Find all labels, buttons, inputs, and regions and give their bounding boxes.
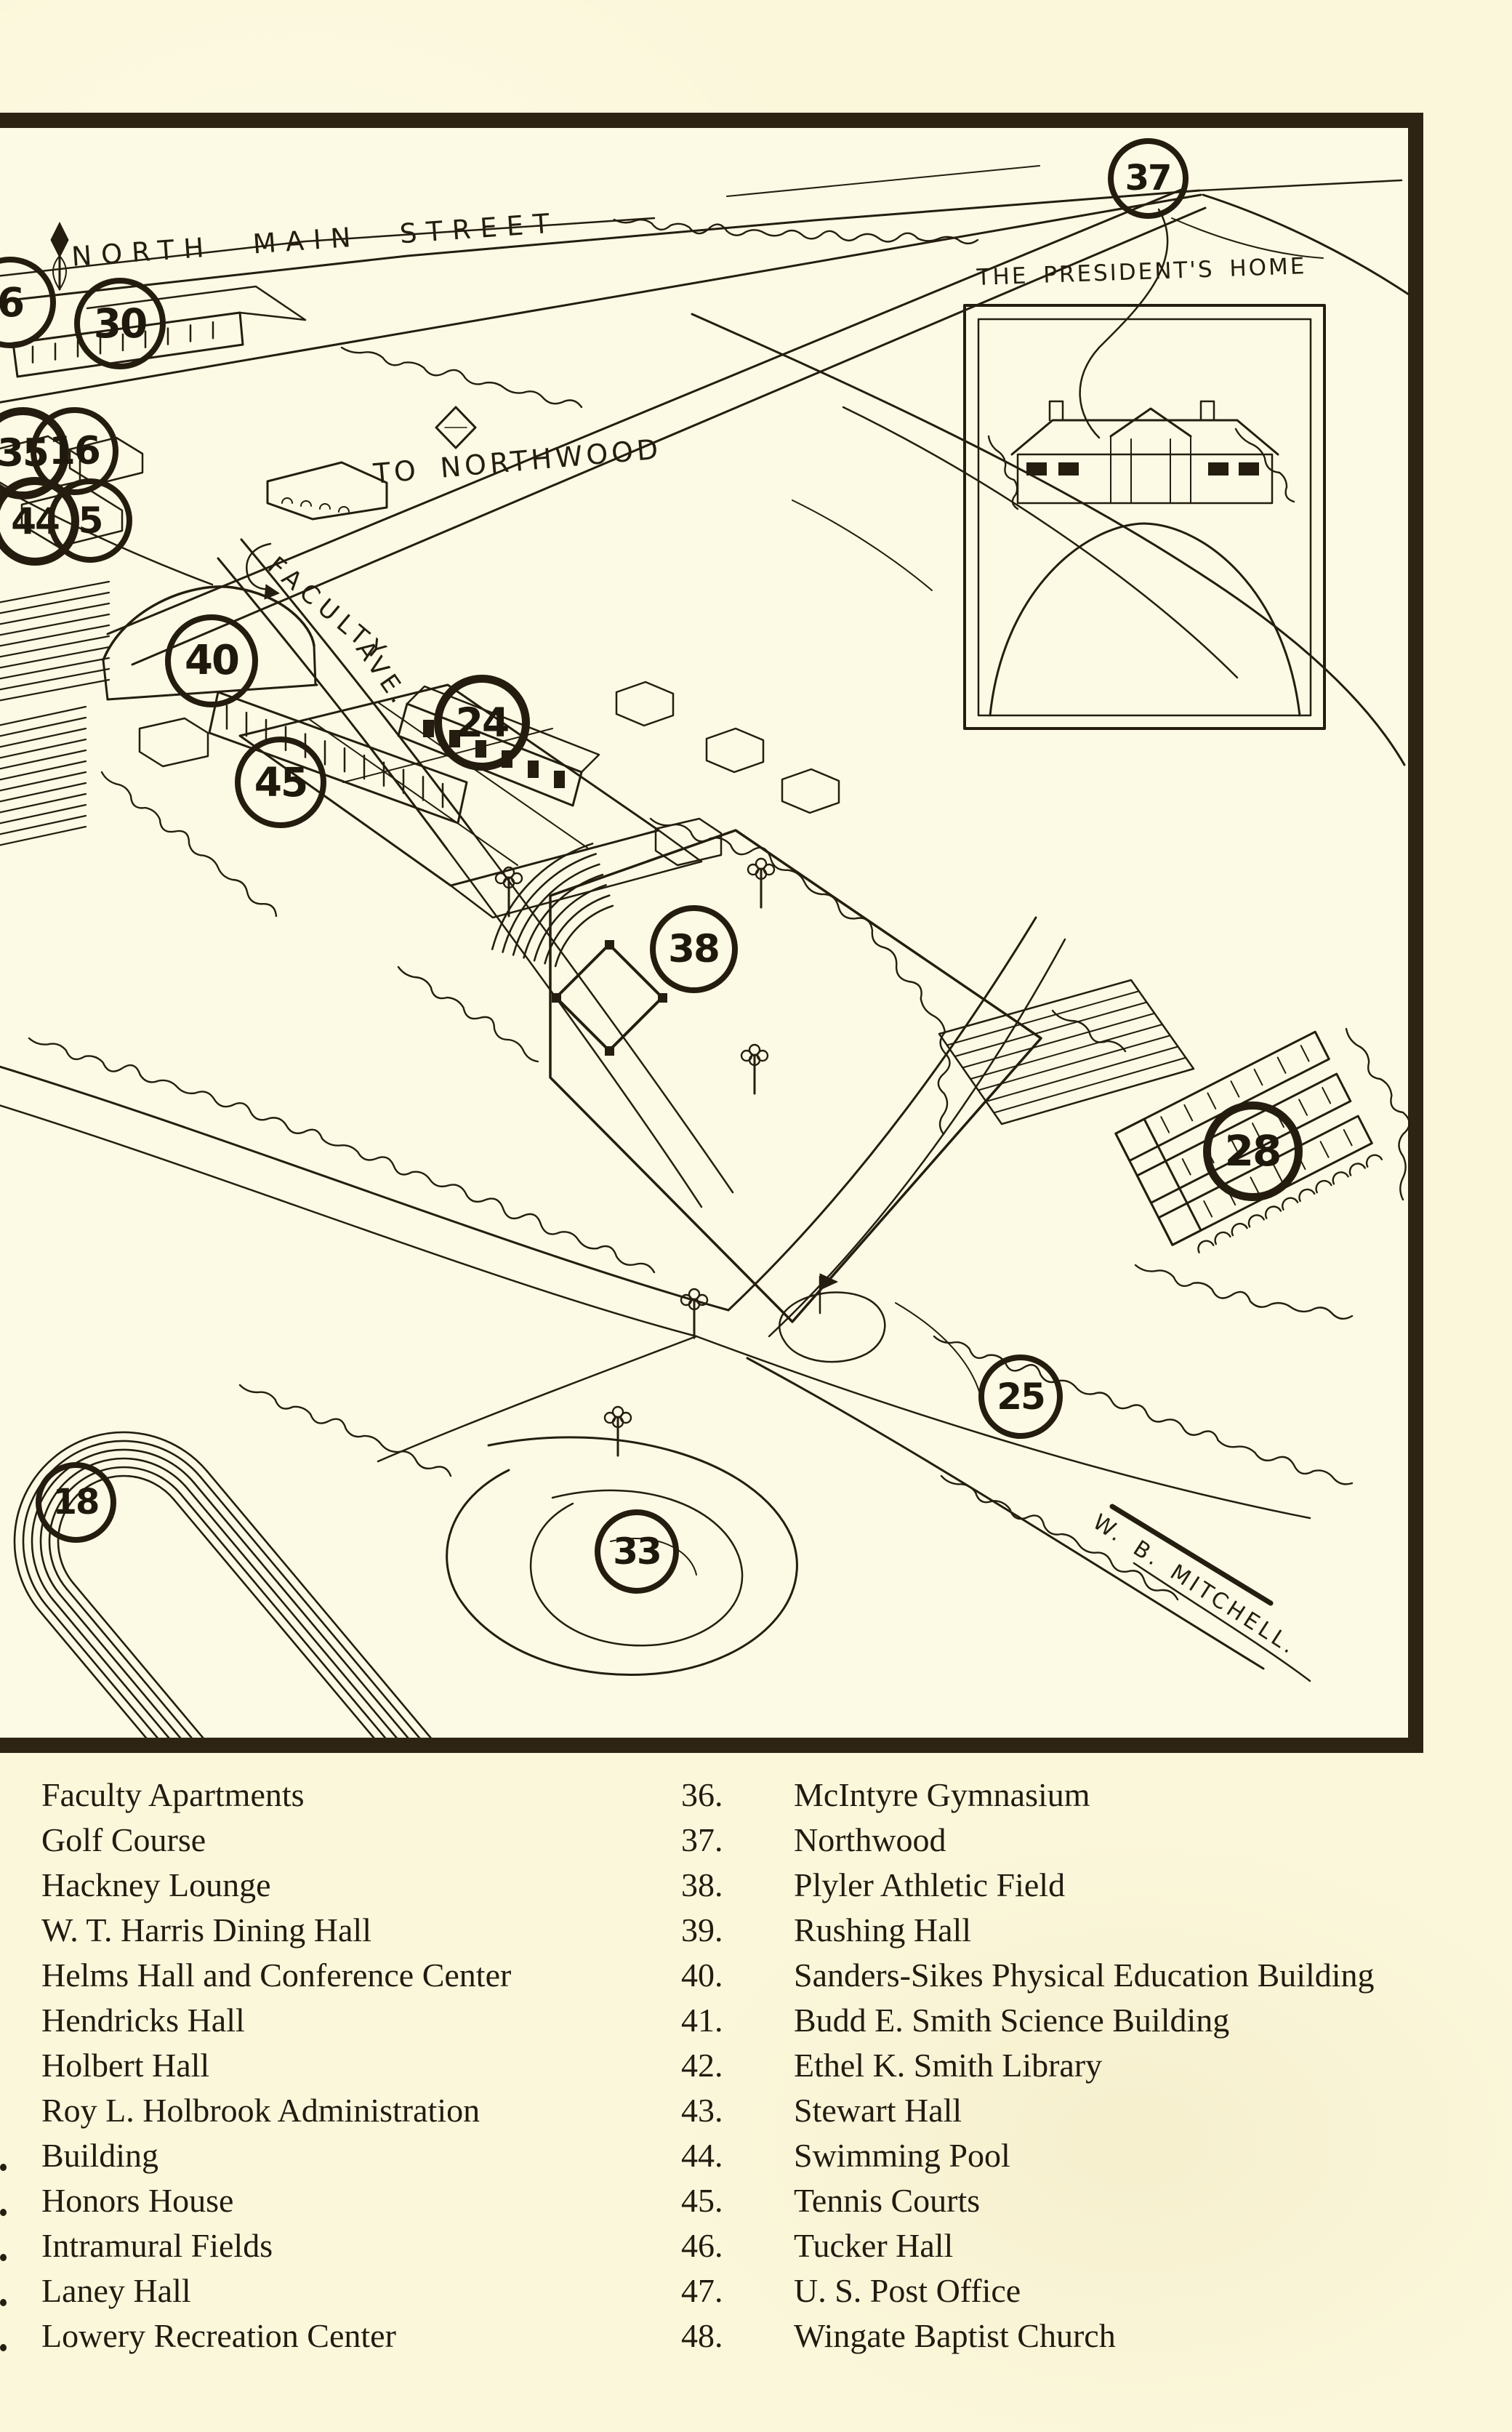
legend-number: 44.	[681, 2137, 723, 2174]
legend-number: 45.	[681, 2182, 723, 2219]
map-marker-38: 38	[649, 904, 738, 993]
map-linework	[0, 165, 1410, 1738]
legend-name: Tennis Courts	[794, 2182, 981, 2219]
map-marker-25: 25	[978, 1355, 1063, 1439]
legend-row: Laney Hall 47. U. S. Post Office	[0, 2270, 1512, 2315]
legend-number: 37.	[681, 1821, 723, 1858]
legend-row: Lowery Recreation Center 48. Wingate Bapti…	[0, 2315, 1512, 2360]
legend-name: Stewart Hall	[794, 2092, 962, 2129]
running-track	[13, 1431, 442, 1738]
legend-number: 39.	[681, 1911, 723, 1949]
legend-row: Building 44. Swimming Pool	[0, 2135, 1512, 2180]
legend-name: Tucker Hall	[794, 2227, 954, 2264]
legend-left-label: Hackney Lounge	[41, 1866, 271, 1903]
legend-name: Swimming Pool	[794, 2137, 1010, 2174]
map-marker-45: 45	[235, 737, 326, 828]
legend-number: 42.	[681, 2047, 723, 2084]
legend-row: Hendricks Hall 41. Budd E. Smith Science B…	[0, 1999, 1512, 2044]
legend-left-label: Hendricks Hall	[41, 2002, 245, 2039]
cut-off-number-fragment	[0, 2344, 7, 2351]
legend-number: 40.	[681, 1957, 723, 1994]
legend-row: Honors House 45. Tennis Courts	[0, 2180, 1512, 2225]
cut-off-number-fragment	[0, 2209, 7, 2216]
map-marker-33: 33	[595, 1509, 679, 1594]
legend-number: 47.	[681, 2272, 723, 2309]
legend-left-label: Holbert Hall	[41, 2047, 210, 2084]
legend-row: Intramural Fields 46. Tucker Hall	[0, 2225, 1512, 2270]
legend-number: 48.	[681, 2317, 723, 2354]
legend-name: Plyler Athletic Field	[794, 1866, 1066, 1903]
legend-left-label: Helms Hall and Conference Center	[41, 1957, 512, 1994]
map-marker-30: 30	[74, 278, 166, 369]
cut-off-number-fragment	[0, 2164, 7, 2171]
cut-off-number-fragment	[0, 2299, 7, 2306]
legend-row: Helms Hall and Conference Center 40. Sande…	[0, 1954, 1512, 1999]
legend-number: 36.	[681, 1776, 723, 1813]
legend-row: Hackney Lounge 38. Plyler Athletic Field	[0, 1864, 1512, 1909]
legend-row: W. T. Harris Dining Hall 39. Rushing Hall	[0, 1909, 1512, 1954]
legend-name: Budd E. Smith Science Building	[794, 2002, 1230, 2039]
legend-name: Rushing Hall	[794, 1911, 972, 1949]
legend-number: 43.	[681, 2092, 723, 2129]
legend-row: Holbert Hall 42. Ethel K. Smith Library	[0, 2044, 1512, 2090]
legend-left-label: Roy L. Holbrook Administration	[41, 2092, 480, 2129]
legend-left-label: Intramural Fields	[41, 2227, 273, 2264]
legend-left-label: Laney Hall	[41, 2272, 191, 2309]
map-marker-24: 24	[434, 675, 530, 771]
legend-left-label: Building	[41, 2137, 159, 2174]
legend-row: Roy L. Holbrook Administration 43. Stewart…	[0, 2090, 1512, 2135]
legend-row: Golf Course 37. Northwood	[0, 1819, 1512, 1864]
cut-off-number-fragment	[0, 2254, 7, 2261]
map-marker-18: 18	[35, 1461, 116, 1543]
map-marker-28: 28	[1202, 1101, 1303, 1201]
legend-name: Northwood	[794, 1821, 946, 1858]
legend-left-label: Lowery Recreation Center	[41, 2317, 396, 2354]
legend-number: 46.	[681, 2227, 723, 2264]
legend-left-label: W. T. Harris Dining Hall	[41, 1911, 371, 1949]
legend-name: Ethel K. Smith Library	[794, 2047, 1103, 2084]
legend-left-label: Honors House	[41, 2182, 234, 2219]
legend-row: Faculty Apartments 36. McIntyre Gymnasium	[0, 1774, 1512, 1819]
legend-number: 41.	[681, 2002, 723, 2039]
map-marker-5: 5	[48, 478, 132, 563]
legend-name: Wingate Baptist Church	[794, 2317, 1116, 2354]
legend-left-label: Golf Course	[41, 1821, 206, 1858]
legend-name: Sanders-Sikes Physical Education Buildin…	[794, 1957, 1375, 1994]
legend-name: U. S. Post Office	[794, 2272, 1021, 2309]
map-marker-40: 40	[165, 614, 258, 707]
legend-name: McIntyre Gymnasium	[794, 1776, 1090, 1813]
legend-number: 38.	[681, 1866, 723, 1903]
legend-left-label: Faculty Apartments	[41, 1776, 305, 1813]
map-marker-37: 37	[1107, 137, 1189, 219]
